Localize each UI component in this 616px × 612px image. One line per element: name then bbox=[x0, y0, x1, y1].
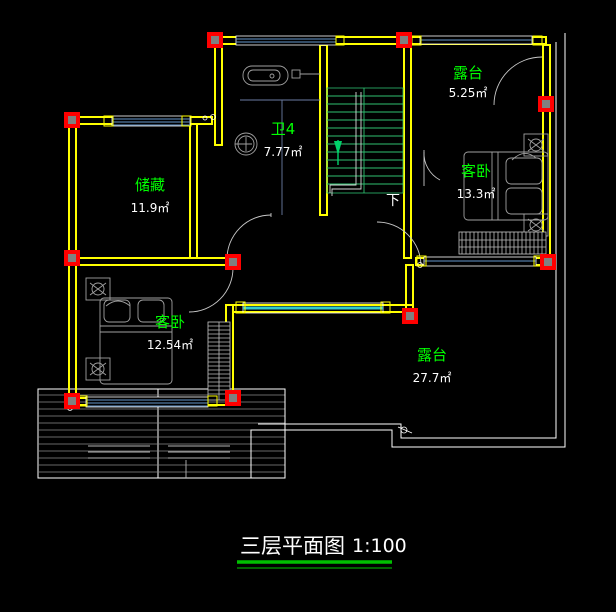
structural-column bbox=[538, 96, 554, 112]
structural-column bbox=[64, 250, 80, 266]
window-south bbox=[85, 396, 209, 408]
nightstand-south-right bbox=[85, 357, 111, 381]
column-layer bbox=[64, 32, 556, 409]
terrace-railing bbox=[242, 302, 384, 314]
room-area: 11.9㎡ bbox=[131, 201, 170, 215]
room-name: 卫4 bbox=[271, 120, 296, 138]
bed-north bbox=[463, 151, 549, 221]
room-area: 7.77㎡ bbox=[264, 145, 303, 159]
room-label-terrace-north: 露台 5.25㎡ bbox=[449, 64, 488, 100]
structural-column bbox=[64, 393, 80, 409]
floor-drain bbox=[291, 69, 320, 79]
bed-south bbox=[99, 297, 173, 385]
hatch-south-block bbox=[207, 321, 231, 401]
room-area: 5.25㎡ bbox=[449, 86, 488, 100]
hatch-east-block bbox=[458, 231, 547, 255]
room-label-terrace-south: 露台 27.7㎡ bbox=[413, 346, 452, 385]
room-name: 储藏 bbox=[135, 176, 165, 194]
annotation-stair-direction: 下 bbox=[386, 193, 400, 209]
room-name: 露台 bbox=[417, 346, 447, 364]
annotation-layer: 下 bbox=[386, 193, 400, 209]
roof-canopy bbox=[37, 388, 286, 479]
bathtub bbox=[242, 65, 289, 86]
window-east bbox=[423, 256, 537, 267]
room-area: 12.54㎡ bbox=[147, 338, 193, 352]
plan-title: 三层平面图 bbox=[240, 534, 345, 558]
structural-column bbox=[207, 32, 223, 48]
structural-column bbox=[64, 112, 80, 128]
room-name: 客卧 bbox=[461, 162, 491, 180]
title-block: 三层平面图 1:100 bbox=[237, 534, 407, 569]
room-label-bathroom-4: 卫4 7.77㎡ bbox=[264, 120, 303, 159]
nightstand-north-top bbox=[523, 133, 549, 157]
room-area: 27.7㎡ bbox=[413, 371, 452, 385]
stair-down-arrow bbox=[334, 140, 342, 165]
room-name: 露台 bbox=[453, 64, 483, 82]
structural-column bbox=[396, 32, 412, 48]
structural-column bbox=[225, 254, 241, 270]
structural-column bbox=[225, 390, 241, 406]
structural-column bbox=[540, 254, 556, 270]
room-label-guest-bedroom-south: 客卧 12.54㎡ bbox=[147, 313, 193, 352]
building-outline bbox=[250, 33, 566, 479]
window-west bbox=[111, 115, 191, 127]
room-area: 13.3㎡ bbox=[457, 187, 496, 201]
staircase bbox=[326, 87, 404, 196]
window-terrace-north bbox=[419, 35, 533, 45]
door-swing-group bbox=[188, 56, 543, 313]
room-label-guest-bedroom-north: 客卧 13.3㎡ bbox=[457, 162, 496, 201]
nightstand-south-left bbox=[85, 277, 111, 301]
window-group bbox=[85, 35, 537, 408]
plan-scale: 1:100 bbox=[352, 535, 407, 557]
room-label-layer: 储藏11.9㎡卫47.77㎡客卧13.3㎡客卧12.54㎡露台5.25㎡露台27… bbox=[131, 64, 496, 385]
wash-basin bbox=[234, 132, 258, 156]
room-label-storage: 储藏 11.9㎡ bbox=[131, 176, 170, 215]
window-north bbox=[235, 35, 337, 46]
structural-column bbox=[402, 308, 418, 324]
room-name: 客卧 bbox=[155, 313, 185, 331]
